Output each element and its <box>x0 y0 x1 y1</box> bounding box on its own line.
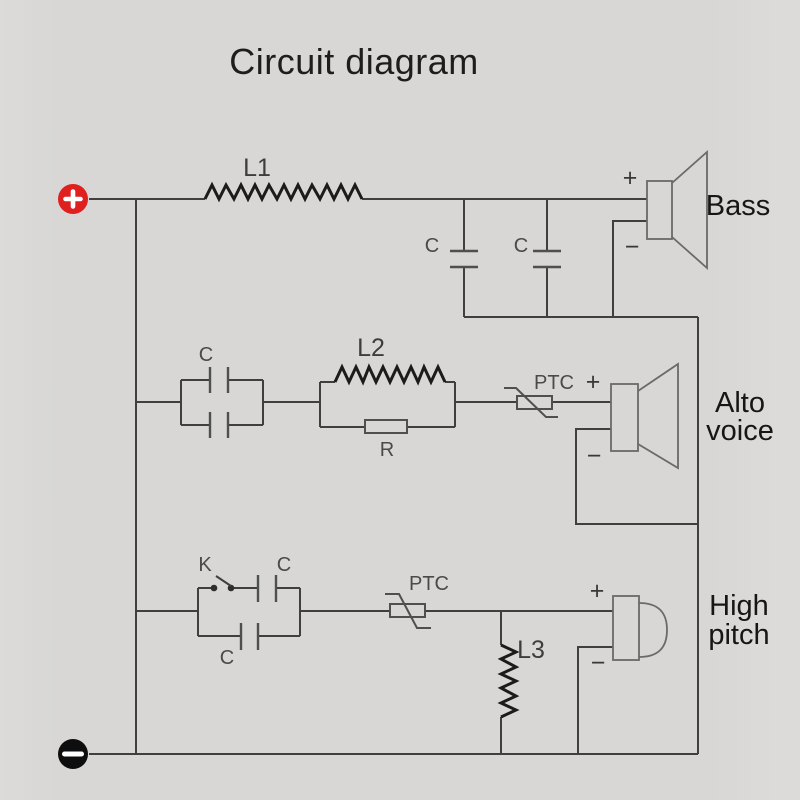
label-switch-k: K <box>198 554 212 576</box>
switch-contact-right <box>227 584 235 592</box>
label-r: R <box>380 439 394 461</box>
high-speaker-dome <box>638 602 668 658</box>
bass-capacitor-left-plates <box>450 249 478 269</box>
label-high-cap-bottom: C <box>220 647 234 669</box>
bass-minus-label: − <box>625 233 640 261</box>
bass-speaker-cone <box>671 150 708 270</box>
label-l2: L2 <box>357 334 385 362</box>
label-l3: L3 <box>517 636 545 664</box>
inductor-l3-coil <box>497 643 520 719</box>
wire-l2r-frame <box>319 381 456 428</box>
negative-terminal <box>58 739 88 769</box>
high-capacitor-top-plates <box>256 575 278 602</box>
high-speaker-name-line2: pitch <box>708 619 769 651</box>
wire-high-minus <box>577 646 613 754</box>
label-bass-cap-right: C <box>514 235 528 257</box>
label-bass-cap-left: C <box>425 235 439 257</box>
inductor-l1-coil <box>203 181 364 203</box>
bass-capacitor-right-plates <box>533 249 561 269</box>
alto-speaker-name-line1: Alto <box>715 387 765 419</box>
bass-speaker-name: Bass <box>706 190 770 222</box>
wiring <box>89 198 699 755</box>
wire-bass-minus <box>612 220 647 317</box>
alto-ptc-strike <box>504 387 558 418</box>
switch-k <box>210 575 235 592</box>
wire-alto-cap-frame <box>180 379 264 426</box>
bass-speaker-body <box>646 180 673 240</box>
high-minus-label: − <box>591 649 606 677</box>
wire-alto-minus <box>575 428 698 525</box>
alto-speaker <box>610 362 679 470</box>
high-plus-label: + <box>590 577 605 605</box>
high-ptc-body <box>389 603 426 618</box>
plus-icon <box>63 189 83 209</box>
alto-plus-label: + <box>586 368 601 396</box>
alto-capacitor-top-plates <box>208 367 230 393</box>
label-l1: L1 <box>243 154 271 182</box>
switch-lever <box>215 575 232 587</box>
alto-minus-label: − <box>587 442 602 470</box>
label-high-cap-top: C <box>277 554 291 576</box>
inductor-l2-coil <box>333 363 447 386</box>
high-ptc <box>385 593 431 629</box>
alto-speaker-body <box>610 383 639 452</box>
bass-capacitors <box>450 249 561 269</box>
high-speaker <box>612 595 668 661</box>
positive-terminal <box>58 184 88 214</box>
alto-ptc-body <box>516 395 553 410</box>
high-capacitor-bottom-plates <box>239 623 260 650</box>
label-high-ptc: PTC <box>409 573 449 595</box>
high-speaker-body <box>612 595 640 661</box>
alto-capacitor-bottom-plates <box>208 412 230 438</box>
switch-contact-left <box>210 584 218 592</box>
page-title: Circuit diagram <box>229 41 479 82</box>
label-alto-ptc: PTC <box>534 372 574 394</box>
wire-high-frame <box>197 587 301 637</box>
high-speaker-name-line1: High <box>709 590 769 622</box>
alto-speaker-name-line2: voice <box>706 415 774 447</box>
label-alto-cap: C <box>199 344 213 366</box>
bass-speaker <box>646 150 708 270</box>
alto-capacitors <box>208 367 230 438</box>
alto-ptc <box>504 387 558 418</box>
alto-speaker-cone <box>637 362 679 470</box>
high-ptc-strike <box>385 593 431 629</box>
resistor-r-body <box>364 419 408 434</box>
bass-plus-label: + <box>623 164 638 192</box>
high-capacitors <box>239 575 278 650</box>
